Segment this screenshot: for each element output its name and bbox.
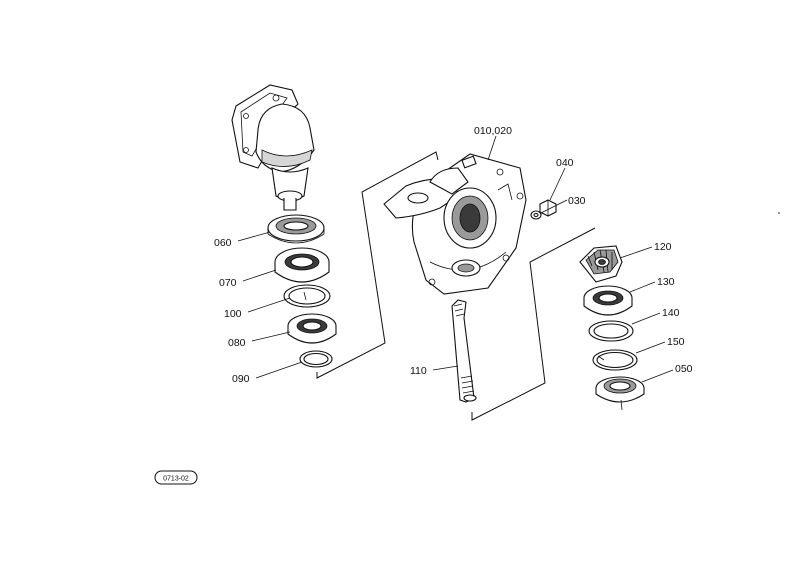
bearing-080 xyxy=(287,313,337,344)
callout-080: 080 xyxy=(228,337,246,349)
seal-050 xyxy=(595,376,645,411)
reference-code-text: 0713-02 xyxy=(163,476,189,483)
stray-dot xyxy=(778,212,780,214)
callout-130: 130 xyxy=(657,276,675,288)
upper-cover-housing xyxy=(231,84,315,211)
callout-110: 110 xyxy=(410,365,427,377)
washer-030 xyxy=(530,210,542,220)
callout-140: 140 xyxy=(662,307,680,319)
snap-ring-100 xyxy=(283,284,331,308)
callout-090: 090 xyxy=(232,373,250,385)
callout-060: 060 xyxy=(214,237,232,249)
seal-060 xyxy=(267,214,325,244)
leader-lines xyxy=(237,135,674,383)
snap-ring-090 xyxy=(299,350,333,368)
bevel-gear-120 xyxy=(579,245,623,283)
callout-120: 120 xyxy=(654,241,672,253)
callout-030: 030 xyxy=(568,195,586,207)
bolt-040 xyxy=(539,199,557,217)
snap-ring-150 xyxy=(592,349,638,371)
bearing-070 xyxy=(274,247,330,283)
callout-150: 150 xyxy=(667,336,685,348)
assembly-bracket-left xyxy=(316,151,439,379)
callout-070: 070 xyxy=(219,277,237,289)
reference-code-badge: 0713-02 xyxy=(154,470,198,485)
assembly-bracket-center xyxy=(471,227,596,421)
callout-040: 040 xyxy=(556,157,574,169)
ring-140 xyxy=(588,320,634,342)
callout-010-020: 010,020 xyxy=(474,125,512,137)
shaft-110 xyxy=(451,299,477,403)
gear-case-010-020 xyxy=(383,153,527,295)
bearing-130 xyxy=(583,285,633,316)
callout-050: 050 xyxy=(675,363,693,375)
callout-100: 100 xyxy=(224,308,242,320)
